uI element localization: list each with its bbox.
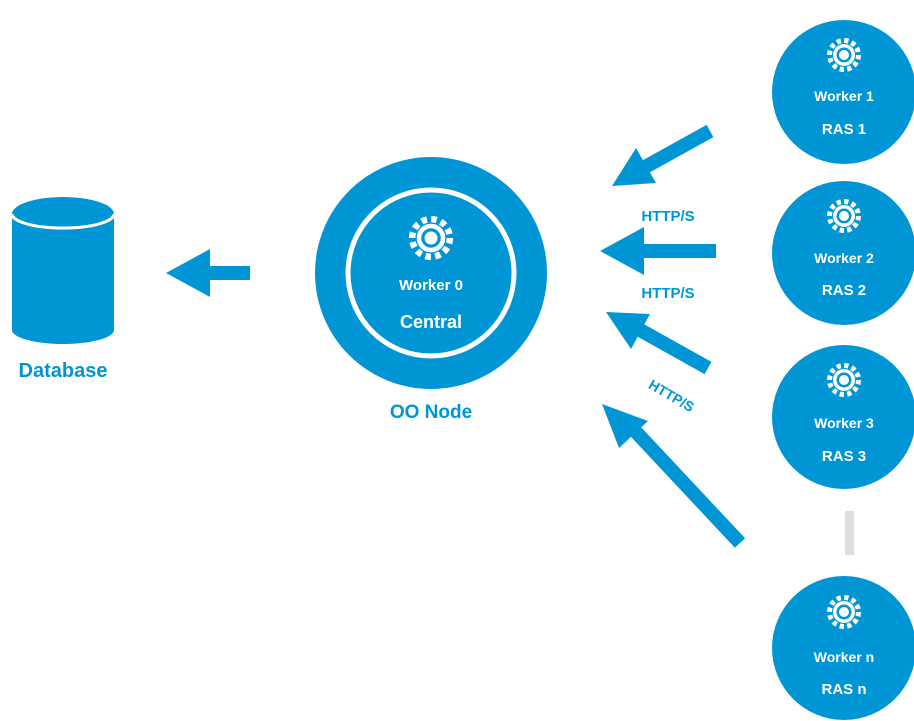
database: Database — [10, 197, 116, 382]
worker-2-ras-label: RAS 2 — [822, 282, 866, 299]
arrow-to-database — [166, 249, 250, 297]
arrow-from-worker-n — [602, 404, 746, 548]
arrow-from-worker-1 — [612, 124, 714, 186]
protocol-label-1: HTTP/S — [641, 208, 694, 225]
worker-n-label: Worker n — [814, 649, 874, 665]
continuation-connector — [845, 511, 854, 555]
gear-icon — [412, 219, 450, 257]
gear-icon — [830, 598, 859, 627]
worker-node-n: Worker n RAS n — [772, 576, 914, 720]
arrow-from-worker-3 — [606, 312, 712, 375]
central-node-caption: OO Node — [390, 402, 472, 423]
protocol-label-2: HTTP/S — [641, 285, 694, 302]
worker-3-label: Worker 3 — [814, 415, 874, 431]
gear-icon — [830, 41, 859, 70]
worker-1-ras-label: RAS 1 — [822, 121, 866, 138]
database-label: Database — [19, 360, 108, 382]
worker-1-label: Worker 1 — [814, 88, 874, 104]
worker-2-label: Worker 2 — [814, 250, 874, 266]
arrow-from-worker-2 — [600, 227, 716, 275]
worker-node-3: Worker 3 RAS 3 — [772, 345, 914, 489]
gear-icon — [830, 366, 859, 395]
worker-n-ras-label: RAS n — [822, 681, 867, 698]
gear-icon — [830, 202, 859, 231]
central-node: Worker 0 Central OO Node — [315, 157, 547, 423]
database-cylinder-icon — [10, 197, 116, 344]
central-role-label: Central — [400, 312, 462, 332]
worker-node-1: Worker 1 RAS 1 — [772, 20, 914, 164]
worker-node-2: Worker 2 RAS 2 — [772, 181, 914, 325]
worker-3-ras-label: RAS 3 — [822, 448, 866, 465]
protocol-label-3: HTTP/S — [646, 376, 697, 415]
central-worker-label: Worker 0 — [399, 277, 463, 294]
